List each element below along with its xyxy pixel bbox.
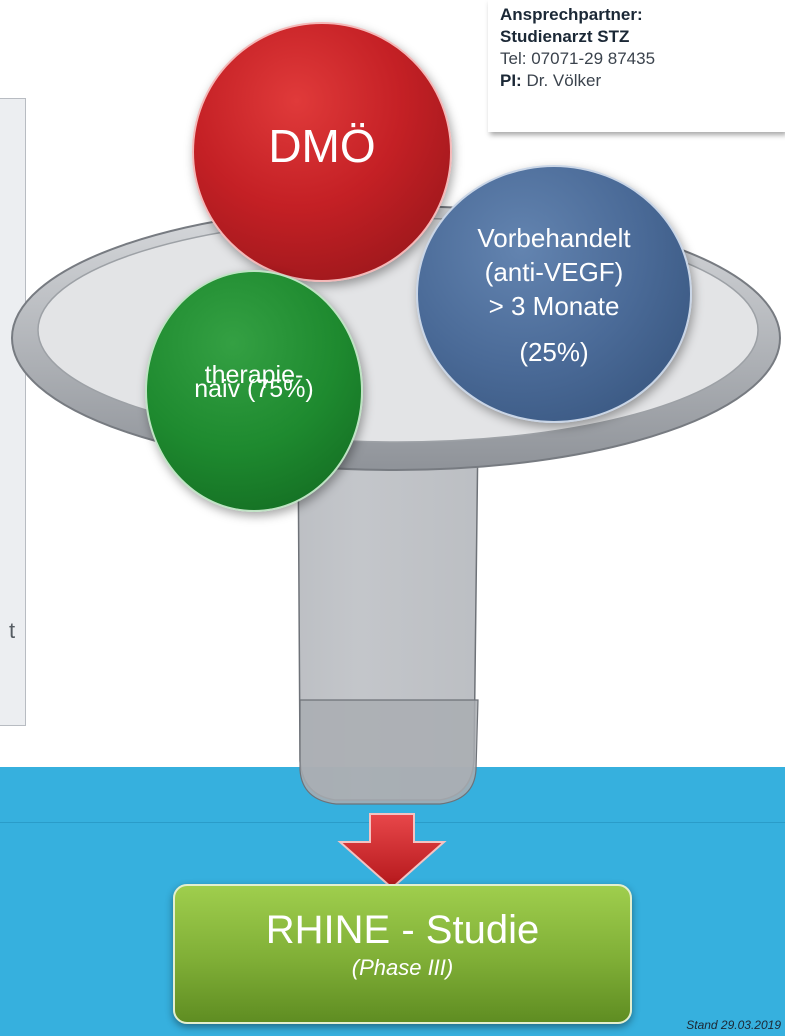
contact-heading: Ansprechpartner: <box>500 5 643 24</box>
contact-pi: PI: Dr. Völker <box>500 70 601 92</box>
pretreated-line-2: (anti-VEGF) <box>484 256 624 287</box>
funnel-spout <box>299 699 479 805</box>
pi-label: PI: <box>500 71 522 90</box>
contact-doctor: Studienarzt STZ <box>500 27 630 46</box>
phone-label: Tel: <box>500 49 527 68</box>
study-box: RHINE - Studie (Phase III) <box>173 884 632 1024</box>
phone-number[interactable]: 07071-29 87435 <box>531 49 656 68</box>
naive-circle: therapie- naiv (75%) <box>145 270 363 512</box>
study-title: RHINE - Studie <box>265 908 540 952</box>
pretreated-line-3: > 3 Monate <box>488 290 620 321</box>
pretreated-share: (25%) <box>519 336 589 367</box>
dmoe-label: DMÖ <box>268 120 376 172</box>
contact-phone: Tel: 07071-29 87435 <box>500 48 655 70</box>
pi-name: Dr. Völker <box>526 71 602 90</box>
naive-line-1: therapie- <box>204 361 304 389</box>
dmoe-circle: DMÖ <box>192 22 452 282</box>
pretreated-circle: Vorbehandelt (anti-VEGF) > 3 Monate (25%… <box>416 165 692 423</box>
pretreated-line-1: Vorbehandelt <box>477 222 631 253</box>
contact-box: Ansprechpartner: Studienarzt STZ Tel: 07… <box>488 0 785 132</box>
left-panel <box>0 98 26 726</box>
date-stamp: Stand 29.03.2019 <box>686 1018 781 1032</box>
naive-line-2: naiv (75%) <box>194 375 314 403</box>
left-panel-text: t <box>9 618 16 643</box>
down-arrow-icon <box>337 813 447 890</box>
study-phase: (Phase III) <box>351 955 454 980</box>
